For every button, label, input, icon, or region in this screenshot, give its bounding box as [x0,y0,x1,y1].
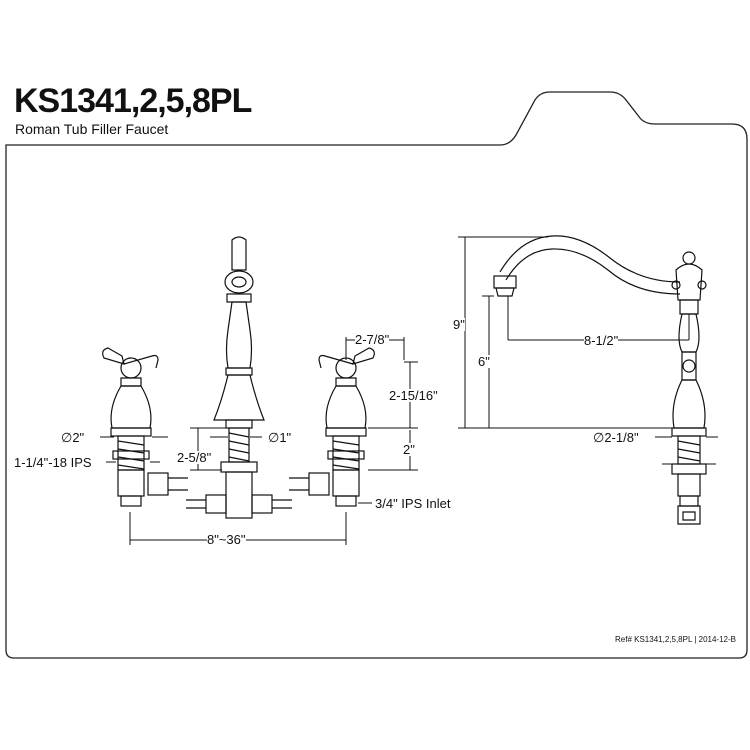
right-handle-body [325,385,367,429]
dim-height-6: 6" [478,354,490,369]
dim-height-9: 9" [453,317,465,332]
dim-diameter-2-1-8: ∅2-1/8" [593,430,639,445]
dim-handle-height: 2-15/16" [389,388,438,403]
front-dimension-lines [100,337,418,545]
dim-shank-2: 2" [403,442,415,457]
dim-diameter-1: ∅1" [268,430,292,445]
dim-reach: 8-1/2" [584,333,619,348]
page-title: KS1341,2,5,8PL [14,82,252,120]
reference-number: Ref# KS1341,2,5,8PL | 2014-12-B [615,635,736,644]
left-handle-lever [102,347,125,365]
dim-handle-spacing: 2-7/8" [355,332,390,347]
page-subtitle: Roman Tub Filler Faucet [15,121,169,137]
side-dimension-lines [458,236,718,465]
spout-body [225,301,253,369]
dim-thread-ips: 1-1/4"-18 IPS [14,455,92,470]
sheet-border [5,91,748,659]
dim-rise-2-5-8: 2-5/8" [177,450,212,465]
side-view [493,235,707,525]
dim-inlet: 3/4" IPS Inlet [375,496,451,511]
side-spout-tip [493,275,517,289]
front-view [102,236,375,519]
side-spout-arc [499,235,681,283]
dim-diameter-2: ∅2" [61,430,85,445]
dim-spread: 8"~36" [207,532,246,547]
left-handle-body [110,385,152,429]
right-handle-lever [352,347,375,365]
spout-handle-top [231,236,247,271]
side-finial [682,251,696,265]
spout-ring [224,270,254,294]
